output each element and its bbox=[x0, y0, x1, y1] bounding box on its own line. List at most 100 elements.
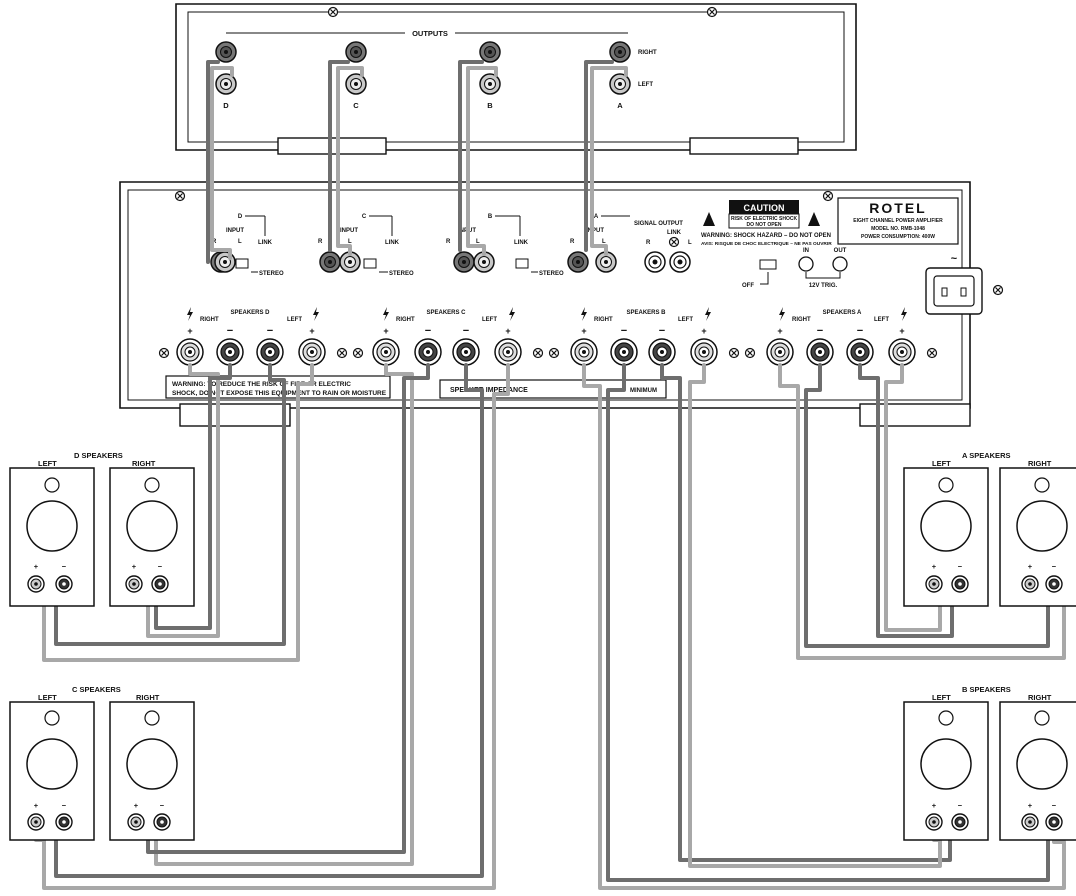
power-amplifier-unit: D INPUT R L LINK STEREO C INPUT R L LINK… bbox=[119, 181, 1004, 427]
warning-line1: WARNING: TO REDUCE THE RISK OF FIRE OR E… bbox=[172, 381, 351, 388]
screw-icon bbox=[728, 347, 740, 359]
c-left-plus: + bbox=[34, 801, 39, 810]
caution-warning: WARNING: SHOCK HAZARD – DO NOT OPEN bbox=[701, 233, 831, 239]
d-left-plus-terminal[interactable] bbox=[27, 575, 45, 593]
brand-line3: POWER CONSUMPTION: 400W bbox=[861, 234, 935, 240]
c-right-minus: − bbox=[160, 801, 165, 810]
spk-d-left-minus-post[interactable] bbox=[256, 338, 284, 366]
screw-icon bbox=[532, 347, 544, 359]
spk-b-left-plus-post[interactable] bbox=[690, 338, 718, 366]
output-d-left-jack[interactable] bbox=[215, 73, 237, 95]
spk-a-left-minus-post[interactable] bbox=[846, 338, 874, 366]
screw-icon bbox=[668, 236, 680, 248]
c-right-plus: + bbox=[134, 801, 139, 810]
output-c-right-jack[interactable] bbox=[345, 41, 367, 63]
trigger-switch[interactable] bbox=[759, 259, 777, 270]
screw-icon bbox=[706, 6, 718, 18]
term-c-lminus: − bbox=[463, 325, 469, 337]
input-c-r-jack[interactable] bbox=[319, 251, 341, 273]
spk-b-left-minus-post[interactable] bbox=[648, 338, 676, 366]
signal-output-l-jack[interactable] bbox=[669, 251, 691, 273]
d-right-minus-terminal[interactable] bbox=[151, 575, 169, 593]
brand-name: ROTEL bbox=[869, 200, 926, 216]
b-left-minus: − bbox=[958, 801, 963, 810]
spk-b-right-minus-post[interactable] bbox=[610, 338, 638, 366]
spk-c-right-plus-post[interactable] bbox=[372, 338, 400, 366]
brand-line1: EIGHT CHANNEL POWER AMPLIFIER bbox=[853, 218, 943, 224]
input-a-r-jack[interactable] bbox=[567, 251, 589, 273]
a-left-plus-terminal[interactable] bbox=[925, 575, 943, 593]
c-left-plus-terminal[interactable] bbox=[27, 813, 45, 831]
impedance-text: SPEAKER IMPEDANCE bbox=[450, 387, 528, 394]
screw-icon bbox=[327, 6, 339, 18]
b-left-minus-terminal[interactable] bbox=[951, 813, 969, 831]
a-right-plus-terminal[interactable] bbox=[1021, 575, 1039, 593]
b-speakers-left-label: LEFT bbox=[932, 693, 951, 702]
output-c-left-jack[interactable] bbox=[345, 73, 367, 95]
a-left-minus-terminal[interactable] bbox=[951, 575, 969, 593]
preamp-channel-b-label: B bbox=[487, 101, 493, 110]
term-c-rplus: + bbox=[383, 326, 388, 336]
spk-c-right-minus-post[interactable] bbox=[414, 338, 442, 366]
c-right-plus-terminal[interactable] bbox=[127, 813, 145, 831]
a-speakers-group: A SPEAKERS LEFT RIGHT + − + − bbox=[903, 451, 1076, 607]
term-d-lplus: + bbox=[309, 326, 314, 336]
input-a-label: INPUT bbox=[586, 228, 604, 234]
spk-d-left-plus-post[interactable] bbox=[298, 338, 326, 366]
warning-line2: SHOCK, DO NOT EXPOSE THIS EQUIPMENT TO R… bbox=[172, 390, 387, 397]
screw-icon bbox=[352, 347, 364, 359]
link-d-switch[interactable] bbox=[235, 258, 249, 269]
term-b-lminus: − bbox=[659, 325, 665, 337]
spk-a-right-plus-post[interactable] bbox=[766, 338, 794, 366]
a-right-plus: + bbox=[1028, 562, 1033, 571]
output-d-right-jack[interactable] bbox=[215, 41, 237, 63]
spk-d-right-label: RIGHT bbox=[200, 317, 219, 323]
output-b-right-jack[interactable] bbox=[479, 41, 501, 63]
warning-bolt-icon bbox=[703, 212, 715, 226]
speaker-cabinet bbox=[903, 467, 989, 607]
caution-line2: DO NOT OPEN bbox=[746, 222, 781, 228]
output-b-left-jack[interactable] bbox=[479, 73, 501, 95]
output-a-left-jack[interactable] bbox=[609, 73, 631, 95]
c-right-minus-terminal[interactable] bbox=[153, 813, 171, 831]
d-right-plus: + bbox=[132, 562, 137, 571]
term-d-lminus: − bbox=[267, 325, 273, 337]
spk-b-right-plus-post[interactable] bbox=[570, 338, 598, 366]
trigger-out-jack[interactable] bbox=[832, 256, 848, 272]
trigger-off-label: OFF bbox=[742, 283, 754, 289]
link-c-label: LINK bbox=[385, 240, 400, 246]
d-left-minus-terminal[interactable] bbox=[55, 575, 73, 593]
term-a-lplus: + bbox=[899, 326, 904, 336]
spk-d-right-plus-post[interactable] bbox=[176, 338, 204, 366]
interconnect-cables bbox=[206, 60, 628, 264]
a-speakers-title: A SPEAKERS bbox=[962, 451, 1010, 460]
spk-a-right-label: RIGHT bbox=[792, 317, 811, 323]
a-right-minus: − bbox=[1052, 562, 1057, 571]
trigger-in-jack[interactable] bbox=[798, 256, 814, 272]
caution-label: CAUTION RISK OF ELECTRIC SHOCK DO NOT OP… bbox=[701, 200, 832, 247]
d-right-plus-terminal[interactable] bbox=[125, 575, 143, 593]
spk-c-left-minus-post[interactable] bbox=[452, 338, 480, 366]
output-a-right-jack[interactable] bbox=[609, 41, 631, 63]
b-right-minus-terminal[interactable] bbox=[1045, 813, 1063, 831]
b-left-plus-terminal[interactable] bbox=[925, 813, 943, 831]
link-c-switch[interactable] bbox=[363, 258, 377, 269]
trigger-section: IN OUT OFF 12V TRIG. bbox=[742, 248, 848, 289]
c-left-minus-terminal[interactable] bbox=[55, 813, 73, 831]
term-d-rplus: + bbox=[187, 326, 192, 336]
c-speakers-left-label: LEFT bbox=[38, 693, 57, 702]
spk-c-left-plus-post[interactable] bbox=[494, 338, 522, 366]
input-b-r-jack[interactable] bbox=[453, 251, 475, 273]
spk-a-right-minus-post[interactable] bbox=[806, 338, 834, 366]
spk-d-right-minus-post[interactable] bbox=[216, 338, 244, 366]
spk-a-left-plus-post[interactable] bbox=[888, 338, 916, 366]
link-d-label: LINK bbox=[258, 240, 273, 246]
c-left-minus: − bbox=[62, 801, 67, 810]
b-right-plus-terminal[interactable] bbox=[1021, 813, 1039, 831]
link-b-switch[interactable] bbox=[515, 258, 529, 269]
signal-output-r-jack[interactable] bbox=[644, 251, 666, 273]
d-speakers-title: D SPEAKERS bbox=[74, 451, 123, 460]
spk-a-left-label: LEFT bbox=[874, 317, 889, 323]
a-right-minus-terminal[interactable] bbox=[1045, 575, 1063, 593]
c-speakers-group: C SPEAKERS LEFT RIGHT + − + − bbox=[9, 685, 195, 841]
